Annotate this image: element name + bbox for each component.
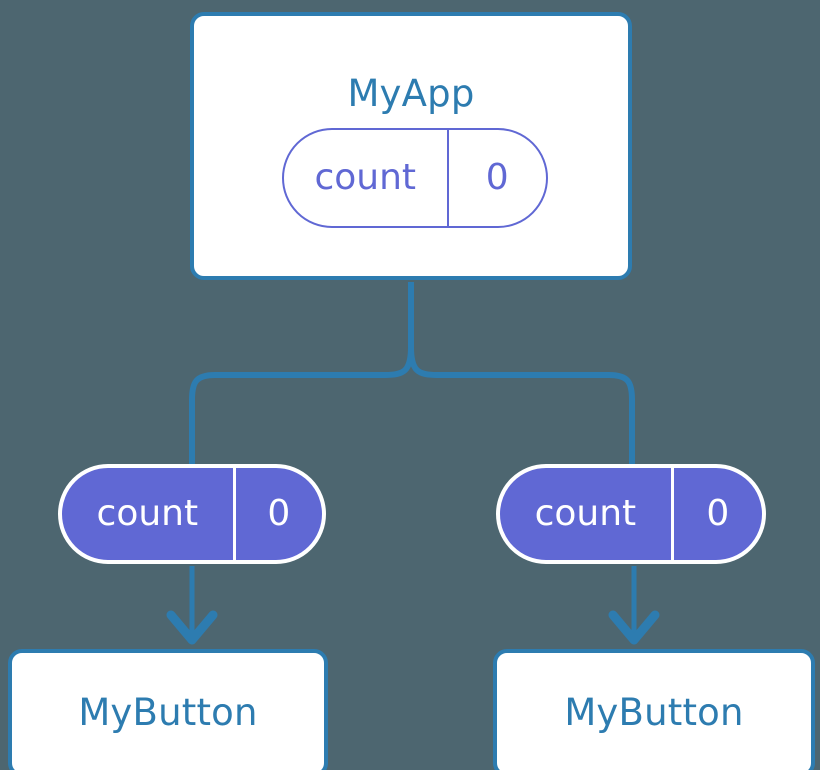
component-name-myapp: MyApp (347, 72, 475, 115)
branch-left-line (189, 346, 414, 466)
state-pill-count[interactable]: count 0 (282, 128, 548, 228)
prop-value-label: 0 (232, 468, 322, 560)
down-arrow-left (166, 566, 218, 645)
prop-key-label: count (534, 493, 637, 534)
prop-value-label: 0 (670, 468, 762, 560)
prop-key-label: count (96, 493, 199, 534)
state-key-label: count (314, 157, 417, 198)
prop-pill-count-right[interactable]: count 0 (496, 464, 766, 564)
branch-right-line (408, 346, 635, 466)
component-name-mybutton: MyButton (564, 691, 744, 734)
component-card-myapp[interactable]: MyApp count 0 (190, 12, 632, 280)
state-value-label: 0 (446, 130, 547, 226)
down-arrow-right (608, 566, 660, 645)
prop-pill-count-left[interactable]: count 0 (58, 464, 326, 564)
component-card-mybutton-left[interactable]: MyButton (8, 649, 328, 770)
component-name-mybutton: MyButton (78, 691, 258, 734)
component-card-mybutton-right[interactable]: MyButton (493, 649, 815, 770)
